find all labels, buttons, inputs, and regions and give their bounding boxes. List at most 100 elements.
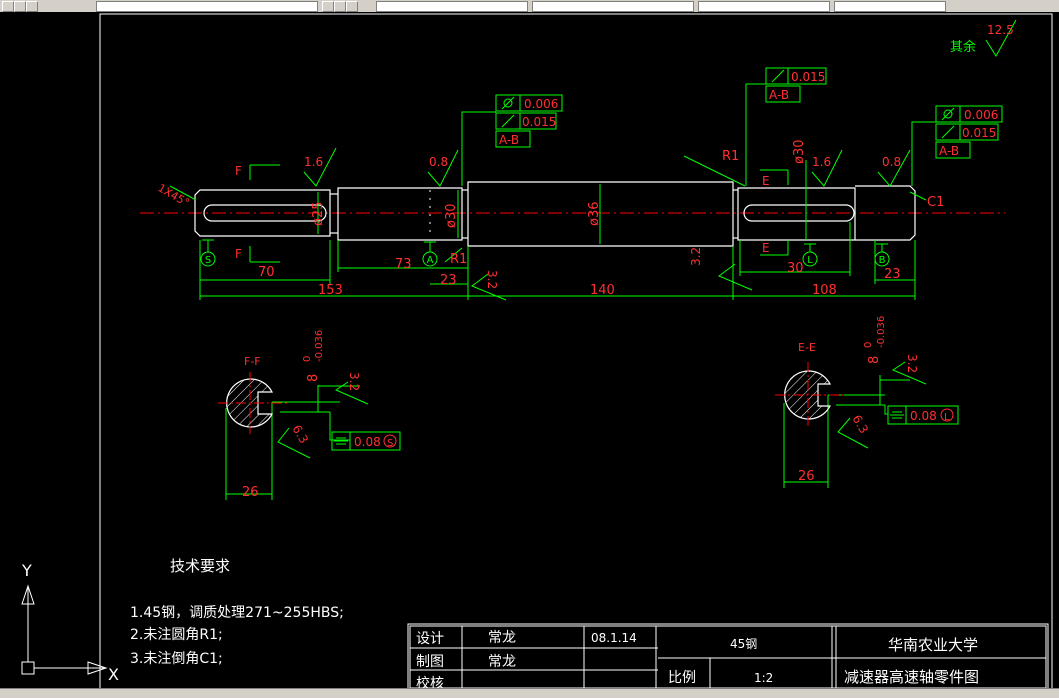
section-mark: F [235,164,242,178]
dim-text: 108 [812,283,837,298]
tb-label: 校核 [416,675,444,688]
dim-text: 153 [318,283,343,298]
gdt-datum: A-B [499,133,519,147]
title-block [407,623,1049,688]
roughness-other-label: 其余 [950,39,976,55]
dim-text: 23 [440,273,457,288]
datum-s-circle [383,434,397,448]
roughness-symbols [277,19,1017,459]
dim-text: 8 [306,374,321,382]
dim-text: 26 [242,485,259,500]
ucs-x-label: X [108,665,119,684]
gdt-datum: A-B [769,88,789,102]
dim-text: 8 [867,356,882,364]
tb-value: 08.1.14 [591,631,637,645]
gdt-value: 0.006 [524,97,558,111]
technical-requirements: 技术要求 1.45钢，调质处理271~255HBS; 2.未注圆角R1; 3.未… [130,557,344,667]
tb-value: 常龙 [488,630,516,646]
tech-line: 1.45钢，调质处理271~255HBS; [130,605,344,621]
section-title: E-E [798,341,816,354]
tb-label: 制图 [416,654,444,670]
drawing-svg: 0.006 0.015 A-B 0.015 A-B 0.006 0.015 A-… [21,13,1053,688]
gdt-datum: L [944,412,950,423]
roughness-value: 6.3 [849,413,871,437]
dimension-texts: 153 70 73 23 140 108 30 23 26 26 C1 R1 R… [156,140,945,501]
gdt-values: 0.006 0.015 A-B 0.015 A-B 0.006 0.015 A-… [354,70,998,449]
roughness-texts: 1.6 0.8 1.6 0.8 3.2 3.2 3.2 3.2 6.3 6.3 … [289,23,1013,446]
toolbar-button[interactable] [26,1,38,12]
datum-label: L [807,255,813,266]
cad-toolbar [0,0,1059,13]
roughness-value: 1.6 [304,155,323,169]
drawing-frame [99,13,1053,688]
gdt-value: 0.015 [791,70,825,84]
roughness-value: 3.2 [689,247,703,266]
gdt-frames [331,67,1003,451]
color-dropdown[interactable] [376,1,528,12]
roughness-value: 12.5 [987,23,1014,37]
dim-text: R1 [722,149,739,164]
dim-text: -0.036 [314,330,325,362]
dim-text: 0 [302,356,313,362]
dim-text: C1 [927,195,944,210]
datum-label: A [427,255,434,266]
gdt-value: 0.08 [354,435,381,449]
toolbar-button[interactable] [346,1,358,12]
ucs-y-label: Y [21,561,32,580]
drawing-canvas[interactable]: 0.006 0.015 A-B 0.015 A-B 0.006 0.015 A-… [0,12,1059,688]
tech-line: 3.未注倒角C1; [130,651,223,667]
toolbar-button[interactable] [2,1,14,12]
tb-value: 常龙 [488,654,516,670]
section-view-ee [775,362,845,428]
tb-value: 1:2 [754,671,773,685]
gdt-value: 0.015 [522,115,556,129]
section-mark: E [762,241,770,255]
tech-line: 2.未注圆角R1; [130,627,223,643]
dimension-lines [169,83,936,500]
dim-text: -0.036 [876,316,887,348]
dim-text: 70 [258,265,275,280]
linetype-dropdown[interactable] [532,1,694,12]
roughness-value: 3.2 [485,270,499,289]
dim-text: ø30 [792,140,807,165]
dim-text: ø25 [311,202,326,227]
section-view-ff [218,372,290,434]
dim-text: 1X45° [156,181,192,209]
dim-text: 23 [884,267,901,282]
dim-text: 140 [590,283,615,298]
datum-l-circle [940,408,954,422]
toolbar-button[interactable] [334,1,346,12]
gdt-value: 0.006 [964,108,998,122]
gdt-datum: A-B [939,144,959,158]
roughness-value: 3.2 [905,354,919,373]
tb-label: 比例 [668,670,696,686]
toolbar-button[interactable] [14,1,26,12]
tb-label: 设计 [416,631,444,647]
toolbar-button[interactable] [322,1,334,12]
title-block-text: 设计 常龙 08.1.14 45钢 华南农业大学 制图 常龙 校核 比例 1:2… [416,630,979,688]
section-labels: F F E E F-F E-E [235,164,816,368]
dim-text: 0 [863,342,874,348]
section-title: F-F [244,355,261,368]
dim-text: 73 [395,257,412,272]
tb-value: 华南农业大学 [888,636,978,654]
datum-label: B [879,255,886,266]
lineweight-dropdown[interactable] [698,1,830,12]
roughness-value: 1.6 [812,155,831,169]
gdt-datum: S [387,438,393,449]
section-mark: E [762,174,770,188]
ucs-icon [21,584,108,675]
model-layout-tabs[interactable] [0,688,1059,698]
roughness-value: 0.8 [429,155,448,169]
dim-text: R1 [450,252,467,267]
roughness-value: 6.3 [289,423,311,447]
shaft-outline [194,181,916,247]
roughness-value: 3.2 [347,372,361,391]
layer-dropdown[interactable] [96,1,318,12]
plotstyle-dropdown[interactable] [834,1,946,12]
dim-text: 26 [798,469,815,484]
section-mark: F [235,247,242,261]
datum-circles [200,251,890,267]
dim-text: 30 [787,261,804,276]
roughness-value: 0.8 [882,155,901,169]
